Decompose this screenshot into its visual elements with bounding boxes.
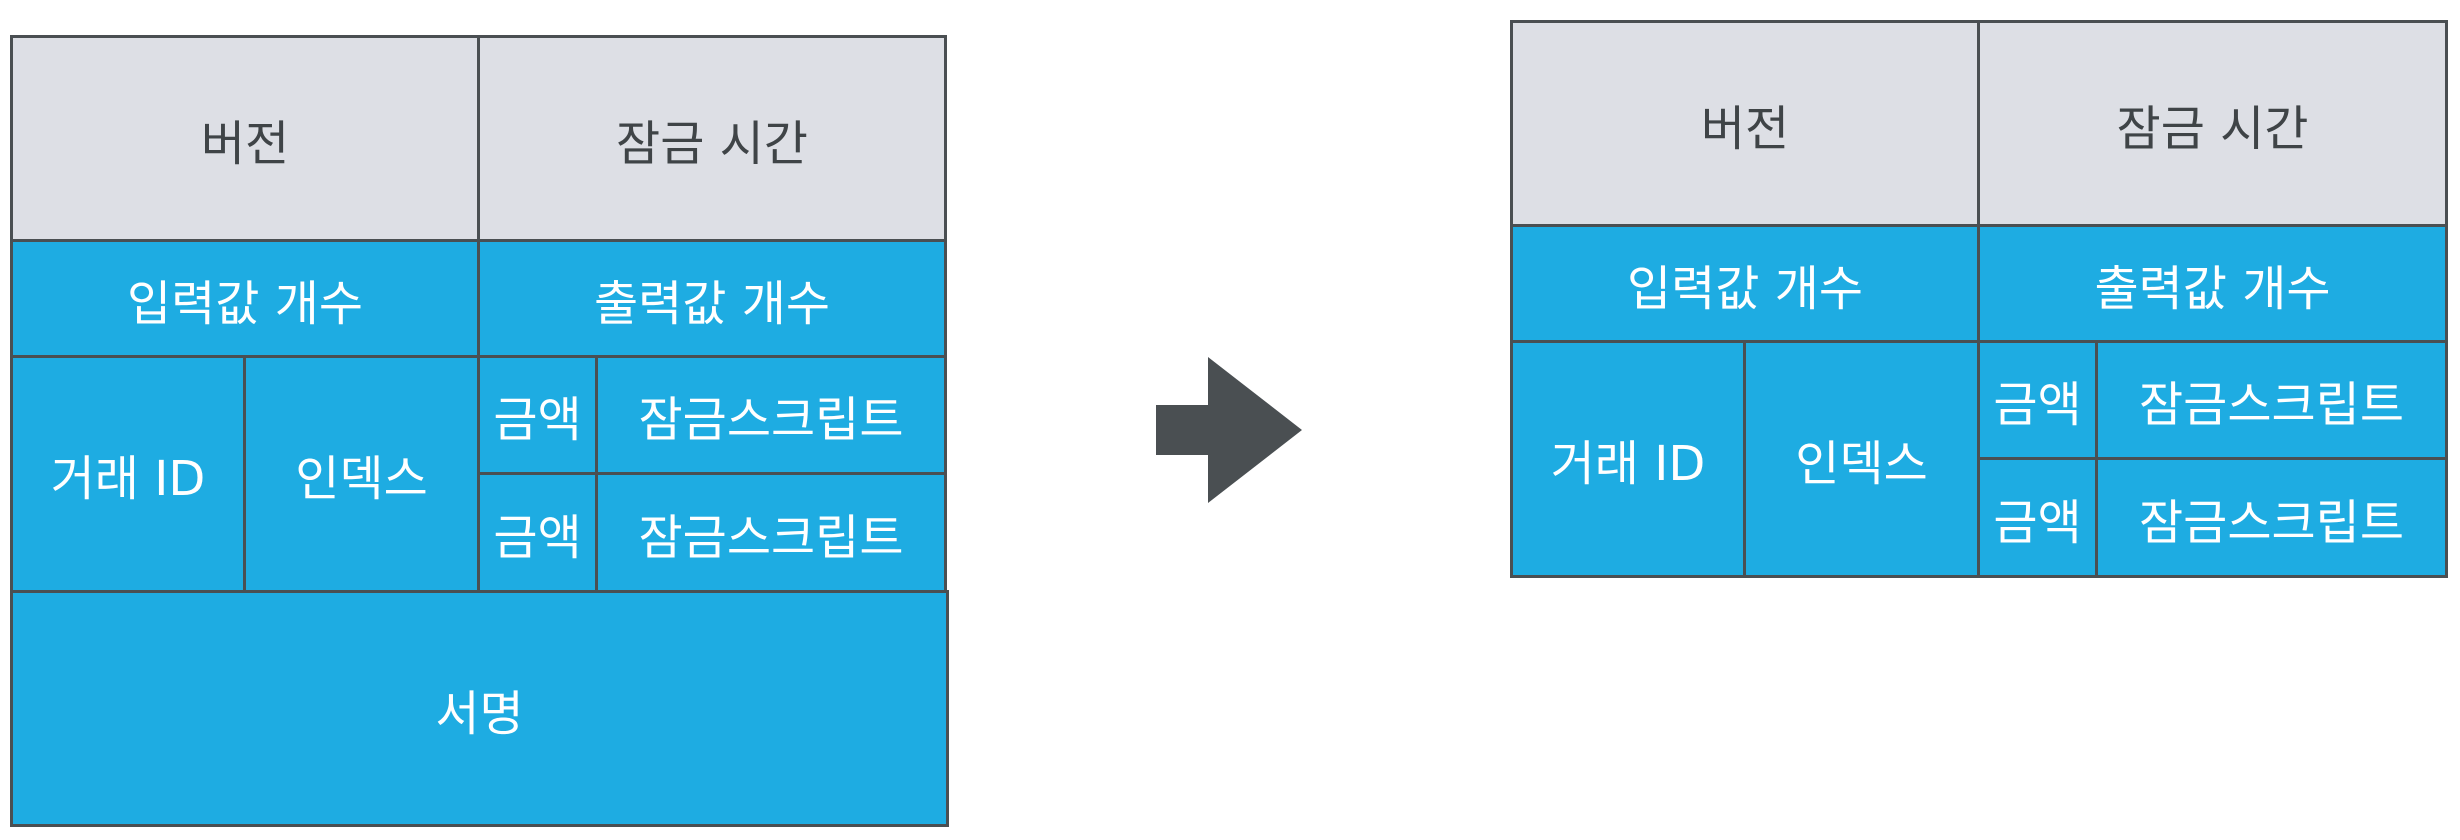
before-txid-cell: 거래 ID xyxy=(10,355,246,593)
after-txid-cell: 거래 ID xyxy=(1510,340,1746,578)
before-index-cell: 인덱스 xyxy=(243,355,480,593)
after-output2-amount-cell: 금액 xyxy=(1977,457,2098,578)
after-version-cell: 버전 xyxy=(1510,20,1980,227)
after-output1-script-cell: 잠금스크립트 xyxy=(2095,340,2448,460)
after-index-cell: 인덱스 xyxy=(1743,340,1980,578)
after-output1-amount-cell: 금액 xyxy=(1977,340,2098,460)
after-output2-script-cell: 잠금스크립트 xyxy=(2095,457,2448,578)
before-output1-script-cell: 잠금스크립트 xyxy=(595,355,947,475)
before-version-cell: 버전 xyxy=(10,35,480,242)
after-lock-time-cell: 잠금 시간 xyxy=(1977,20,2448,227)
before-output-count-cell: 출력값 개수 xyxy=(477,239,947,358)
right-arrow-icon xyxy=(1156,357,1302,503)
before-output1-amount-cell: 금액 xyxy=(477,355,598,475)
after-input-count-cell: 입력값 개수 xyxy=(1510,224,1980,343)
before-input-count-cell: 입력값 개수 xyxy=(10,239,480,358)
before-output2-amount-cell: 금액 xyxy=(477,472,598,593)
transform-arrow xyxy=(1150,355,1310,505)
before-output2-script-cell: 잠금스크립트 xyxy=(595,472,947,593)
after-output-count-cell: 출력값 개수 xyxy=(1977,224,2448,343)
before-signature-cell: 서명 xyxy=(10,590,949,827)
